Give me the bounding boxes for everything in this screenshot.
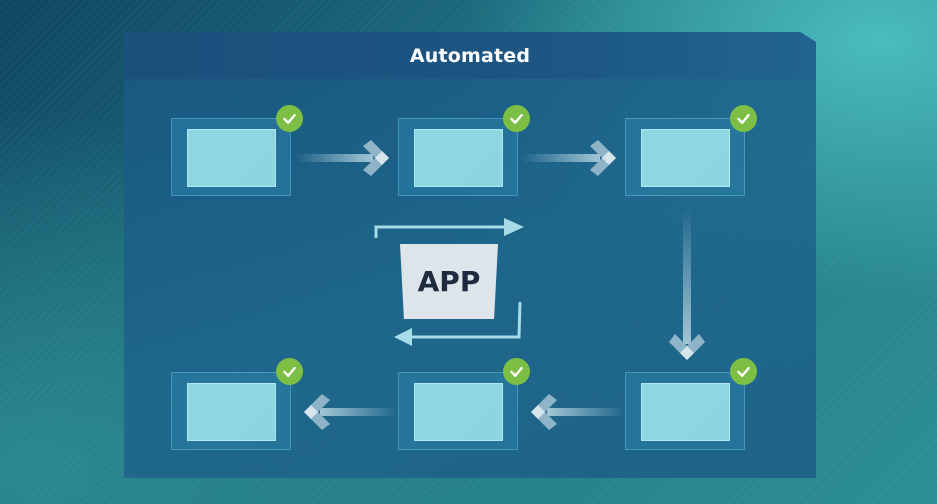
check-icon (276, 105, 303, 132)
screen-thumbnail (414, 383, 503, 441)
workflow-node-6 (171, 372, 291, 450)
screen-thumbnail (187, 129, 276, 187)
arrow-right-icon (522, 140, 616, 176)
panel-header: Automated (124, 32, 816, 79)
check-icon (276, 358, 303, 385)
arrow-left-icon (531, 394, 625, 430)
arrow-left-icon (304, 394, 398, 430)
panel-title: Automated (409, 44, 531, 67)
screen-thumbnail (187, 383, 276, 441)
check-icon (503, 105, 530, 132)
check-icon (730, 105, 757, 132)
workflow-node-1 (171, 118, 291, 196)
workflow-node-2 (398, 118, 518, 196)
arrow-right-icon (295, 140, 389, 176)
arrow-down-icon (669, 208, 705, 360)
screen-thumbnail (641, 383, 730, 441)
workflow-node-4 (625, 372, 745, 450)
screen-thumbnail (414, 129, 503, 187)
check-icon (503, 358, 530, 385)
check-icon (730, 358, 757, 385)
workflow-node-3 (625, 118, 745, 196)
app-label: APP (417, 265, 481, 298)
app-box: APP (400, 244, 498, 319)
workflow-node-5 (398, 372, 518, 450)
screen-thumbnail (641, 129, 730, 187)
cycle-arrows-icon (374, 218, 524, 346)
